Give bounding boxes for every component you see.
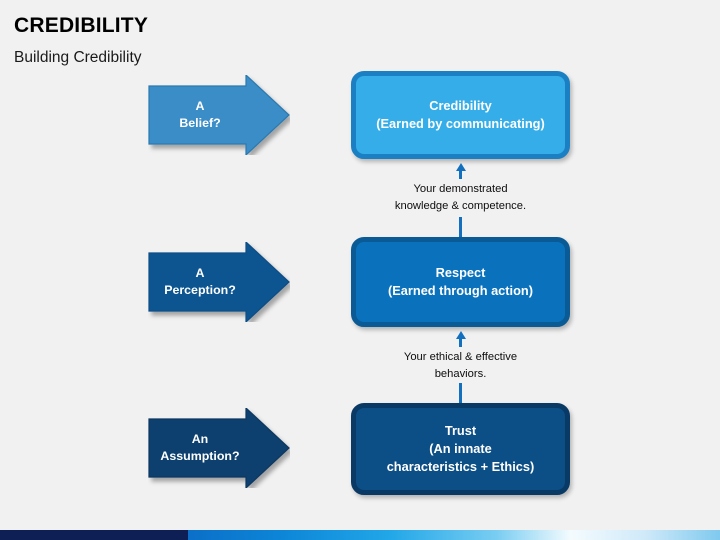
- trust-line2: (An innate: [429, 440, 492, 456]
- connector-2-line1: Your ethical & effective: [403, 351, 518, 363]
- stage-box-trust[interactable]: Trust (An innate characteristics + Ethic…: [351, 403, 570, 495]
- arrow-shape-belief[interactable]: A Belief?: [148, 75, 290, 155]
- respect-line2: (Earned through action): [387, 283, 534, 298]
- connector-respect-to-credibility: Your demonstrated knowledge & competence…: [351, 159, 570, 237]
- page-subtitle: Building Credibility: [14, 49, 142, 66]
- connector-stem-bottom: [459, 383, 462, 403]
- connector-1-line1: Your demonstrated: [413, 183, 508, 195]
- connector-stem-top: [459, 170, 462, 179]
- arrow-up-icon: [455, 331, 466, 339]
- trust-line3: characteristics + Ethics): [386, 459, 535, 475]
- credibility-line2: (Earned by communicating): [376, 116, 545, 131]
- right-arrow-icon: [148, 75, 290, 155]
- connector-stem-top: [459, 338, 462, 347]
- connector-stem-bottom: [459, 217, 462, 237]
- connector-caption-2: Your ethical & effective behaviors.: [351, 349, 570, 383]
- arrow-shape-assumption[interactable]: An Assumption?: [148, 408, 290, 488]
- trust-line1: Trust: [444, 422, 477, 438]
- arrow-up-icon: [455, 163, 466, 171]
- stage-box-credibility[interactable]: Credibility (Earned by communicating): [351, 71, 570, 159]
- footer-bar-navy-segment: [0, 530, 188, 540]
- stage-box-respect[interactable]: Respect (Earned through action): [351, 237, 570, 327]
- connector-2-line2: behaviors.: [434, 367, 487, 380]
- arrow-shape-perception[interactable]: A Perception?: [148, 242, 290, 322]
- footer-bar-gradient-segment: [188, 530, 720, 540]
- connector-trust-to-respect: Your ethical & effective behaviors.: [351, 327, 570, 403]
- right-arrow-icon: [148, 408, 290, 488]
- credibility-line1: Credibility: [429, 97, 492, 113]
- footer-bar: [0, 530, 720, 540]
- connector-caption-1: Your demonstrated knowledge & competence…: [351, 181, 570, 215]
- respect-line1: Respect: [435, 264, 486, 280]
- connector-1-line2: knowledge & competence.: [394, 199, 527, 212]
- right-arrow-icon: [148, 242, 290, 322]
- page-title: CREDIBILITY: [14, 14, 149, 37]
